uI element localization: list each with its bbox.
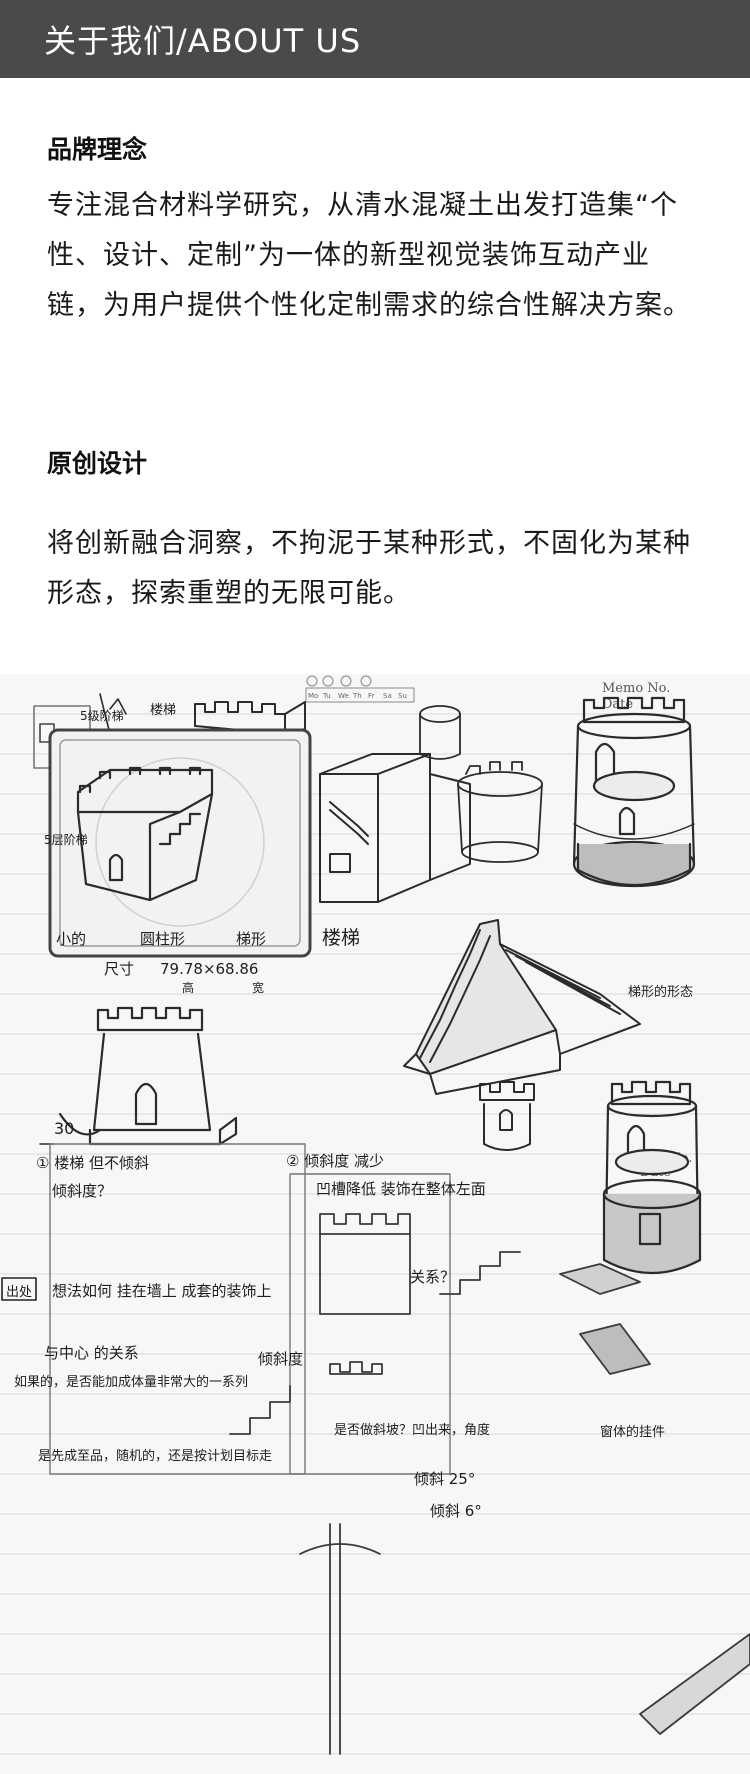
note-scale-a: 小的 [56,930,86,948]
weekday-mo: Mo [308,692,318,700]
note-size-h: 高 [182,980,194,995]
weekday-fr: Fr [368,692,375,700]
note-q9: 是先成至品，随机的，还是按计划目标走 [38,1448,272,1464]
weekday-su: Su [398,692,407,700]
triangle-stair-sketch [403,919,641,1095]
weekday-th: Th [352,692,362,700]
castle-photo-frame [48,728,312,958]
note-ladder: 5级阶梯 [80,709,124,723]
block-building-sketch [319,753,471,903]
weekday-tu: Tu [322,692,331,700]
original-design-text: 将创新融合洞察，不拘泥于某种形式，不固化为某种形态，探索重塑的无限可能。 [47,528,691,609]
note-q8: 关系？ [410,1268,455,1286]
note-scale-c: 梯形 [236,930,266,948]
page-title: 关于我们/ABOUT US [44,22,362,60]
note-30: 30 [54,1119,74,1138]
note-q6: 是否做斜坡？凹出来，角度 [334,1422,490,1438]
brand-philosophy-text: 专注混合材料学研究，从清水混凝土出发打造集“个性、设计、定制”为一体的新型视觉装… [47,190,691,321]
cylinder-sketch-mid [419,705,543,863]
note-scale-d: 楼梯 [322,927,360,949]
note-left-tag: 出处 [6,1285,32,1300]
note-q2b: 凹槽降低 装饰在整体左面 [316,1180,486,1198]
note-q11: 倾斜 6° [430,1502,482,1520]
note-scale-b: 圆柱形 [140,930,185,948]
brand-philosophy-heading: 品牌理念 [47,135,148,164]
weekday-strip: Mo Tu We Th Fr Sa Su [305,675,415,703]
weekday-we: We [338,692,349,700]
note-q10: 倾斜 25° [414,1470,475,1488]
round-tower-sketch-lower-right [602,1080,702,1274]
note-q5: 如果的，是否能加成体量非常大的一系列 [14,1374,248,1390]
header-bar: 关于我们/ABOUT US [0,0,750,78]
note-left-a: 楼梯 [150,703,176,718]
note-q1b: 倾斜度？ [52,1182,112,1200]
note-left-b: 5层阶梯 [44,833,88,847]
note-q4: 与中心 的关系 [44,1344,139,1362]
note-q2: ② 倾斜度 减少 [286,1152,384,1170]
wall-frame-sketch-bottom [49,1143,750,1755]
note-bottom-right: 窗体的挂件 [600,1424,665,1440]
weekday-sa: Sa [383,692,392,700]
small-tower-sketch-mid [479,1081,535,1151]
memo-no-label-top: Memo No. [602,681,670,696]
round-tower-sketch-top [572,696,696,888]
original-design-section: 原创设计 将创新融合洞察，不拘泥于某种形式，不固化为某种形态，探索重塑的无限可能… [47,447,703,619]
note-size-value: 79.78×68.86 [160,960,258,978]
note-right: 梯形的形态 [628,984,693,1000]
note-size-w: 宽 [252,980,264,995]
design-sketch-image: Memo No. Date Memo No. Date Mo Tu We Th … [0,674,750,1774]
note-q1: ① 楼梯 但不倾斜 [36,1154,149,1172]
note-q3: 想法如何 挂在墙上 成套的装饰上 [52,1282,272,1300]
original-design-heading: 原创设计 [47,449,148,478]
brand-philosophy-section: 品牌理念 专注混合材料学研究，从清水混凝土出发打造集“个性、设计、定制”为一体的… [47,133,703,331]
note-size-label: 尺寸 [104,960,134,978]
note-q7: 倾斜度 [258,1350,303,1368]
